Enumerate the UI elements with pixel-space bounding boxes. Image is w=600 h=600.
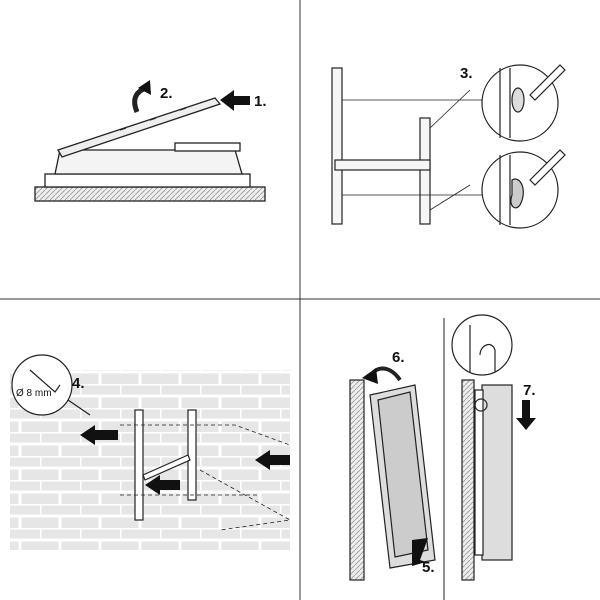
panel-step-3: [331, 64, 566, 229]
panel-step-5-7: [349, 314, 536, 600]
hook-detail-circle: [451, 314, 513, 376]
push-up-arrow: [412, 538, 428, 566]
device-mounted: [481, 384, 513, 561]
floor-surface: [34, 186, 266, 202]
push-down-arrow: [516, 400, 536, 430]
drill-detail-circle: [11, 354, 73, 416]
drill-size-label: Ø 8 mm: [16, 388, 52, 399]
pencil-icon: [529, 64, 566, 101]
wall-bracket-left: [134, 409, 144, 521]
step-1-label: 1.: [254, 93, 267, 110]
device-base: [44, 173, 251, 188]
device-body: [54, 149, 243, 175]
step-3-label: 3.: [460, 65, 473, 82]
panel-step-4: [10, 354, 292, 550]
panel-step-1-2: [34, 80, 266, 202]
step-5-label: 5.: [422, 559, 435, 576]
wall-bracket: [331, 67, 343, 225]
push-arrow: [220, 90, 250, 111]
step-6-label: 6.: [392, 349, 405, 366]
lifted-cover: [57, 97, 222, 158]
step-4-label: 4.: [72, 375, 85, 392]
step-7-label: 7.: [523, 382, 536, 399]
rotate-arrow: [132, 85, 147, 113]
insert-arrow: [80, 425, 118, 445]
wall-section: [349, 379, 365, 581]
bracket-crossbar: [334, 159, 431, 171]
step-2-label: 2.: [160, 85, 173, 102]
